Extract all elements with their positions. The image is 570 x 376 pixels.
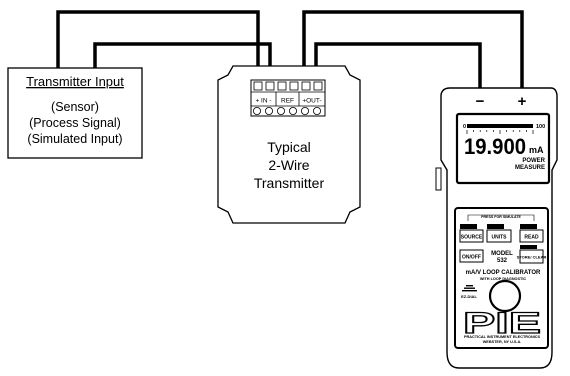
press-hint: PRESS FOR SIMULATE [481,215,521,219]
loop-calibrator: − + 0 100 19.900 mA POWER [435,87,558,369]
calibrator-lcd: 0 100 19.900 mA POWER MEASURE [455,112,551,185]
store-clear-button-label: STORE/ CLEAR [517,255,547,260]
lcd-mode-line-1: POWER [522,158,545,164]
transmitter-input-line-1: (Sensor) [51,100,99,114]
lcd-scale-min: 0 [463,124,466,130]
model-line-1: MODEL [491,251,513,257]
product-line-1: mA/V LOOP CALIBRATOR [466,270,541,276]
model-line-2: 532 [497,258,508,264]
units-button[interactable]: UNITS [486,229,512,243]
wiring [56,10,524,88]
onoff-button-label: ON/OFF [462,255,481,261]
transmitter-label-line-1: Typical [267,139,311,155]
wire-sensor-plus [56,10,260,80]
ez-dial-icon [462,285,477,292]
transmitter-input-box: Transmitter Input (Sensor) (Process Sign… [7,67,143,159]
onoff-button[interactable]: ON/OFF [459,249,484,263]
calibrator-plus-label: + [518,93,527,110]
wire-output-plus [302,10,524,88]
terminal-label-ref: REF [281,98,294,105]
lcd-mode-line-2: MEASURE [515,165,545,171]
ez-dial-label: EZ-DIAL [461,294,477,299]
wire-output-minus [314,42,482,88]
pie-logo: PIE [463,307,541,340]
lcd-scale-max: 100 [536,124,545,130]
calibrator-faceplate: PRESS FOR SIMULATE SOURCE UNITS READ ON [454,207,549,349]
store-clear-button[interactable]: STORE/ CLEAR [517,249,547,264]
wire-sensor-minus [93,42,272,80]
terminal-label-out: +OUT- [302,98,321,105]
read-button-label: READ [524,235,539,241]
units-button-label: UNITS [492,235,508,241]
transmitter-label-line-2: 2-Wire [268,157,309,173]
lcd-unit: mA [529,145,544,155]
source-button[interactable]: SOURCE [459,229,484,243]
transmitter: + IN - REF +OUT- Typical 2-Wire Transmit… [217,65,361,224]
product-line-2: WITH LOOP DIAGNOSTIC [480,277,527,281]
calibrator-minus-label: − [476,93,485,110]
transmitter-label-line-3: Transmitter [254,175,325,191]
source-button-label: SOURCE [461,235,483,241]
transmitter-input-title: Transmitter Input [26,74,124,89]
maker-line-1: PRACTICAL INSTRUMENT ELECTRONICS [464,335,541,339]
lcd-bargraph [467,124,533,128]
calibrator-side-tab [435,167,442,191]
maker-line-2: WEBSTER, NY U.S.A. [483,340,522,344]
read-button[interactable]: READ [519,229,544,243]
transmitter-input-line-3: (Simulated Input) [27,132,122,146]
terminal-label-in: + IN - [255,98,271,105]
transmitter-input-line-2: (Process Signal) [29,116,121,130]
lcd-bargraph-ticks [466,130,534,134]
lcd-reading: 19.900 [464,134,526,159]
terminal-block: + IN - REF +OUT- [250,79,326,117]
ez-dial-knob[interactable] [488,279,522,313]
